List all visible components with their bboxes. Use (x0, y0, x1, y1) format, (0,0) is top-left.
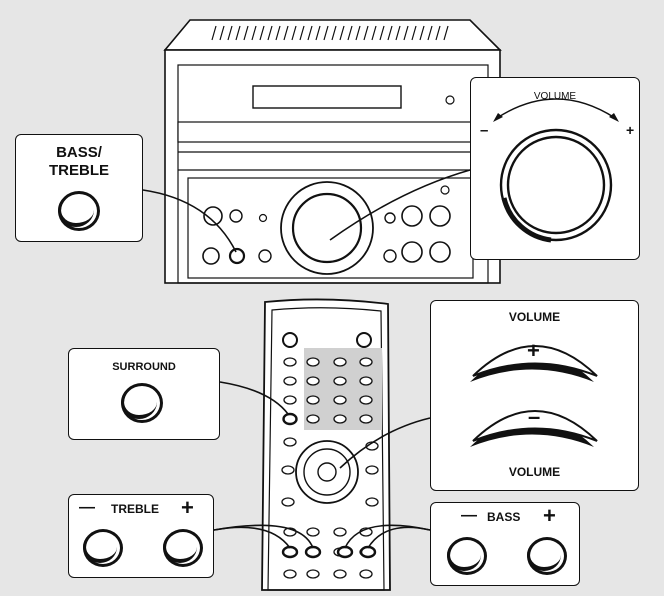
disc-tray (177, 121, 489, 143)
volume-knob[interactable] (501, 130, 611, 240)
standby-indicator (445, 95, 455, 105)
remote-volume-bottom-label: VOLUME (508, 465, 561, 479)
remote-control (261, 298, 391, 591)
volume-up-sign: + (527, 338, 540, 363)
bass-minus-sign: — (461, 507, 477, 524)
remote-surround-key (282, 412, 298, 426)
volume-knob-callout: VOLUME – + (470, 77, 640, 260)
remote-volume-art (470, 345, 598, 447)
volume-down-shape (470, 410, 598, 447)
remote-treble-minus-key (281, 545, 299, 559)
surround-button[interactable] (121, 383, 163, 423)
volume-down-button[interactable] (473, 401, 597, 443)
volume-up-shape (470, 345, 598, 382)
treble-plus-button[interactable] (163, 529, 203, 567)
bass-plus-button[interactable] (527, 537, 567, 575)
surround-label: SURROUND (112, 361, 176, 373)
treble-callout: — TREBLE + (68, 494, 214, 578)
bass-plus-sign: + (543, 503, 556, 528)
volume-knob-label: VOLUME (533, 91, 577, 102)
unit-top-lid (163, 19, 502, 51)
volume-knob-plus-sign: + (626, 122, 635, 138)
leader-surround (219, 381, 289, 415)
unit-display (252, 85, 402, 109)
volume-knob-minus-sign: – (480, 122, 489, 139)
stereo-unit (163, 19, 502, 284)
remote-bass-plus-key (359, 545, 377, 559)
surround-callout: SURROUND (68, 348, 220, 440)
leader-volume-knob (329, 169, 471, 241)
treble-minus-button[interactable] (83, 529, 123, 567)
leader-remote-volume (339, 417, 431, 469)
bass-label: BASS (487, 510, 521, 524)
leader-bass-treble (142, 189, 237, 253)
volume-knob-art (493, 98, 619, 243)
bass-treble-label-line1: BASS/ (56, 144, 102, 161)
leader-treble-plus (213, 524, 314, 549)
remote-volume-callout: VOLUME + – VOLUME (430, 300, 639, 491)
volume-down-sign: – (528, 404, 541, 429)
bass-treble-button[interactable] (58, 191, 100, 231)
vent-slots (211, 25, 449, 41)
unit-volume-knob (291, 192, 363, 264)
volume-up-button[interactable] (473, 337, 597, 379)
volume-arc (496, 98, 616, 119)
leader-bass-plus (367, 526, 431, 549)
bass-treble-label-line2: TREBLE (49, 162, 109, 179)
treble-plus-sign: + (181, 495, 194, 520)
bass-callout: — BASS + (430, 502, 580, 586)
treble-minus-sign: — (79, 499, 95, 516)
bass-minus-button[interactable] (447, 537, 487, 575)
remote-volume-top-label: VOLUME (508, 310, 561, 324)
treble-label: TREBLE (111, 502, 159, 516)
unit-bass-treble-button (228, 247, 246, 265)
leader-lines (142, 169, 471, 549)
remote-bass-minus-key (336, 545, 354, 559)
remote-treble-plus-key (304, 545, 322, 559)
bass-treble-callout: BASS/ TREBLE (15, 134, 143, 242)
